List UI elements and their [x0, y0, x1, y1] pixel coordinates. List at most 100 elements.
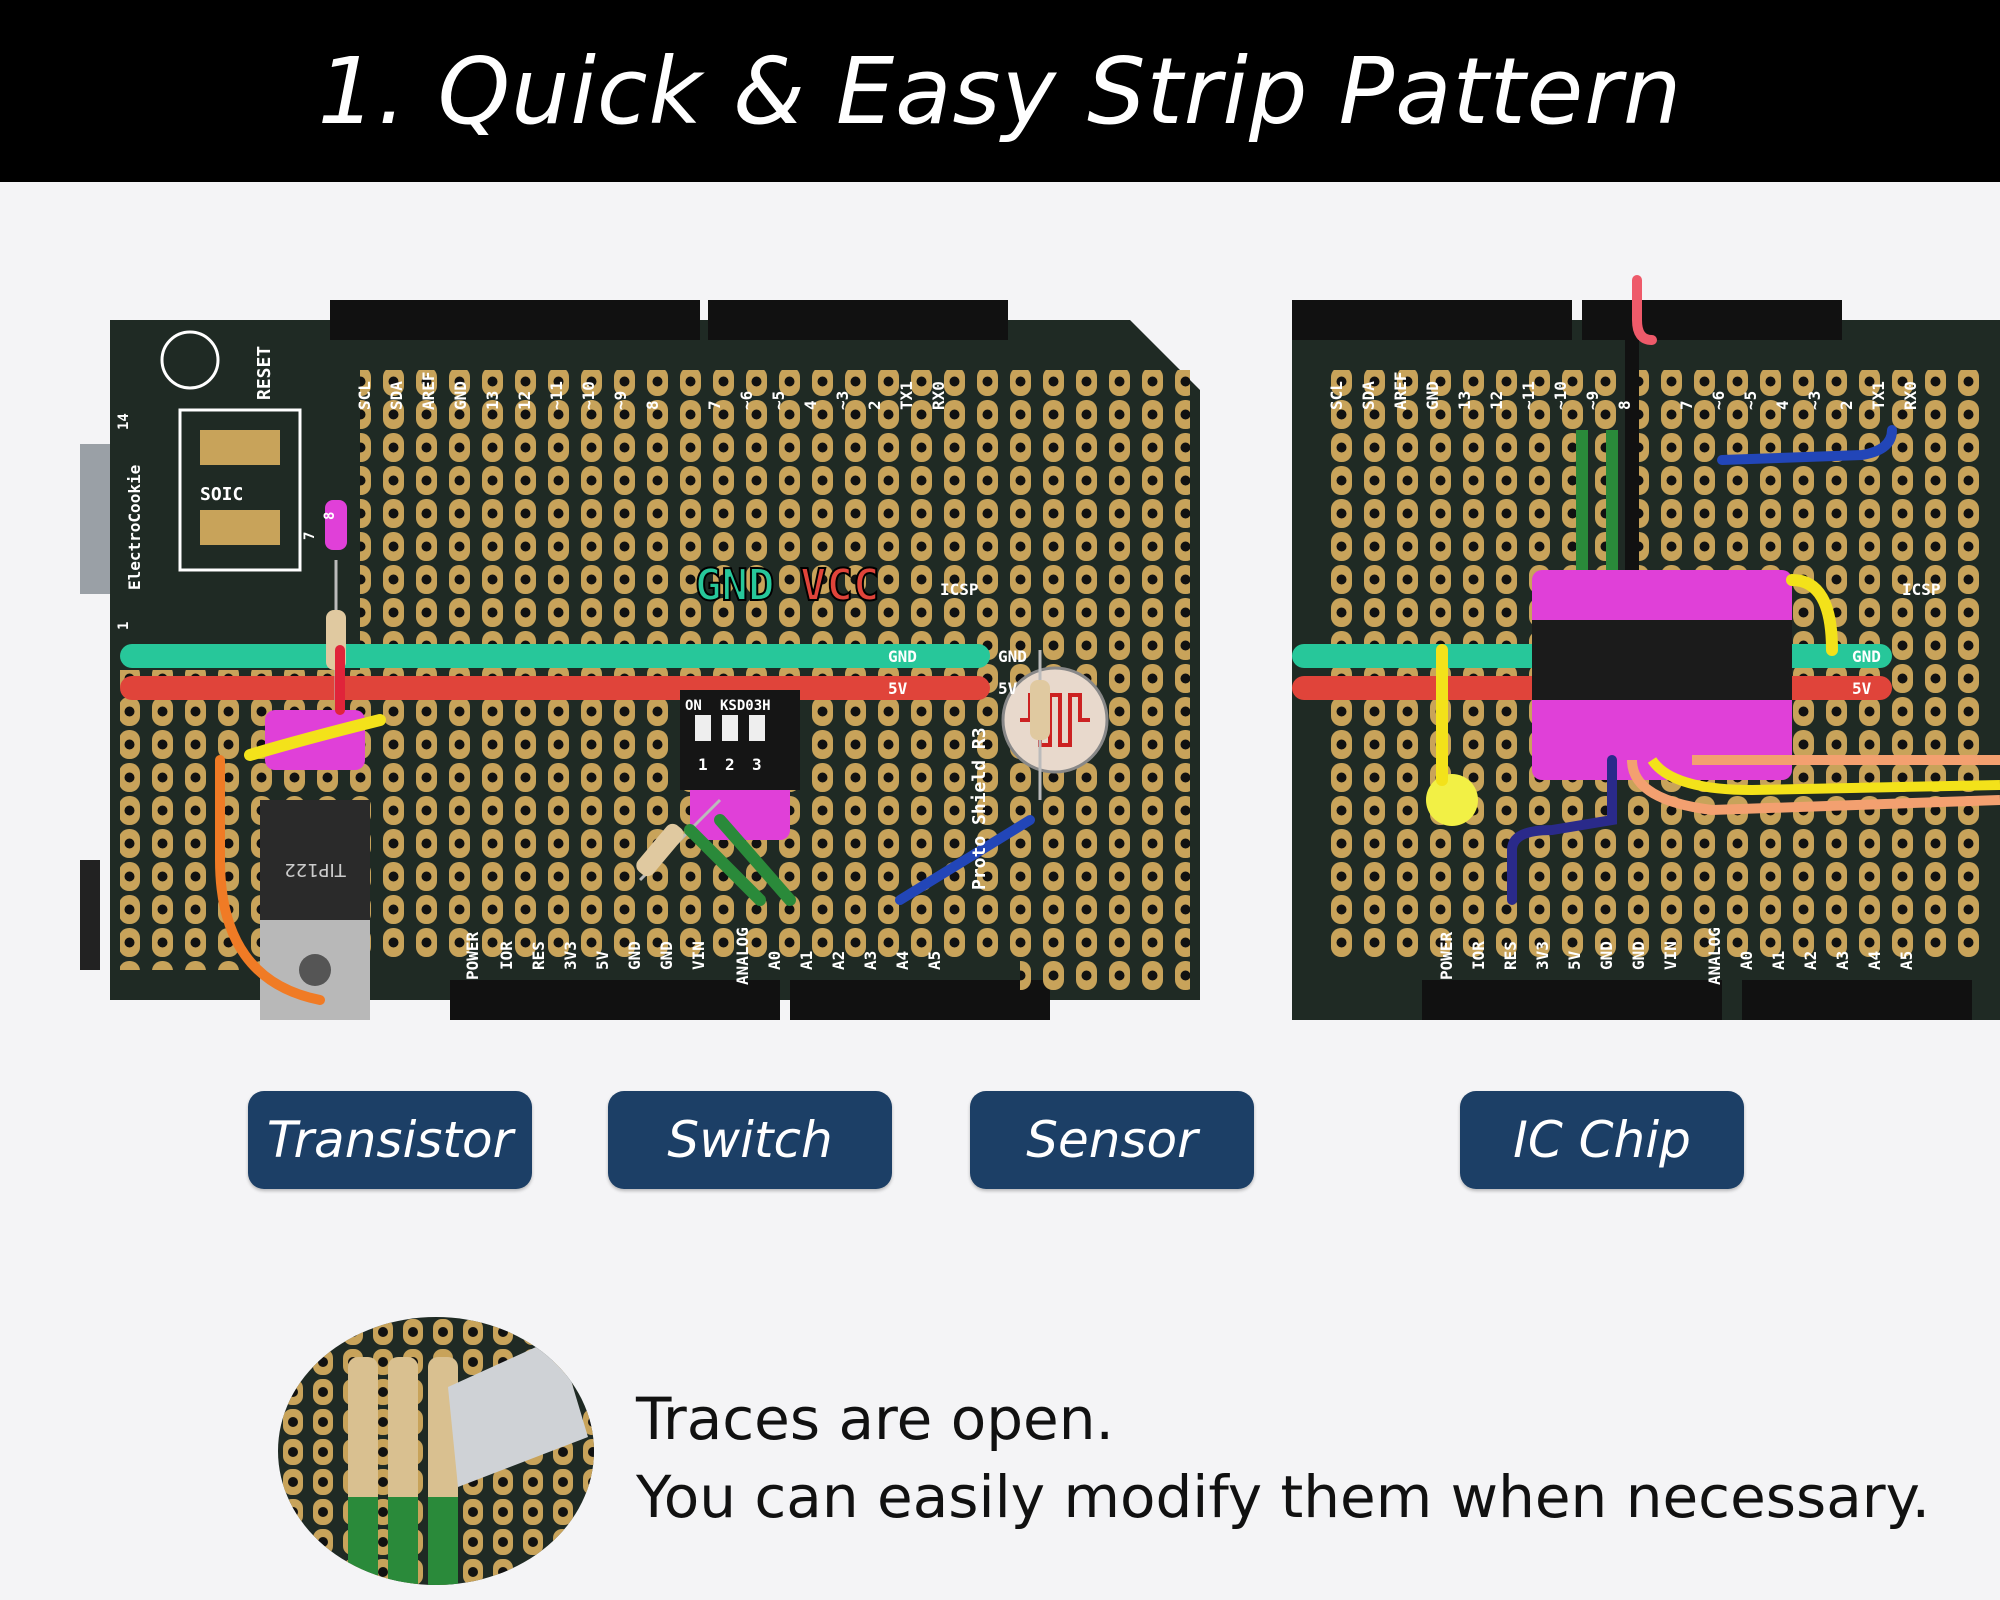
- svg-text:RX0: RX0: [929, 381, 948, 410]
- svg-text:7: 7: [1677, 400, 1696, 410]
- svg-text:A4: A4: [893, 951, 912, 970]
- svg-text:A0: A0: [765, 951, 784, 970]
- svg-text:GND: GND: [451, 381, 470, 410]
- svg-text:A3: A3: [1833, 951, 1852, 970]
- svg-text:A0: A0: [1737, 951, 1756, 970]
- svg-text:VIN: VIN: [1661, 941, 1680, 970]
- note-text: Traces are open. You can easily modify t…: [636, 1380, 1930, 1536]
- red-wire: [1632, 275, 1657, 345]
- svg-text:A4: A4: [1865, 951, 1884, 970]
- svg-text:A5: A5: [925, 951, 944, 970]
- blue-wire: [1717, 425, 1897, 465]
- svg-text:5V: 5V: [593, 950, 612, 970]
- svg-text:KSD03H: KSD03H: [720, 698, 771, 714]
- svg-text:~10: ~10: [579, 381, 598, 410]
- bottom-pin-labels: IOR RES 3V3 5V GND GND VIN A0 A1 A2 A3 A…: [1469, 941, 1916, 970]
- svg-text:GND: GND: [1629, 941, 1648, 970]
- svg-text:5V: 5V: [1565, 950, 1584, 970]
- svg-text:GND: GND: [998, 647, 1027, 666]
- craft-knife-blade: [448, 1337, 588, 1487]
- svg-text:SDA: SDA: [387, 381, 406, 410]
- label-sensor: Sensor: [970, 1091, 1254, 1189]
- bottom-pin-labels: IOR RES 3V3 5V GND GND VIN A0 A1 A2 A3 A…: [497, 941, 944, 970]
- yellow-wire: [244, 714, 386, 761]
- svg-text:12: 12: [1487, 391, 1506, 410]
- green-wire: [348, 1497, 378, 1585]
- gnd-rail-label: GND: [695, 560, 774, 611]
- resistor: [348, 1357, 378, 1517]
- note-line-2: You can easily modify them when necessar…: [636, 1463, 1931, 1531]
- svg-text:ElectroCookie: ElectroCookie: [125, 465, 144, 590]
- svg-text:1: 1: [116, 622, 132, 630]
- svg-text:~9: ~9: [611, 391, 630, 410]
- soic-area: [120, 340, 350, 640]
- svg-text:5V: 5V: [1852, 679, 1872, 698]
- svg-text:A2: A2: [1801, 951, 1820, 970]
- svg-text:SOIC: SOIC: [200, 484, 243, 505]
- top-pin-labels: SCL SDA AREF GND 13 12 ~11 ~10 ~9 8 7 ~6…: [1327, 371, 1920, 410]
- switch-pads: [690, 780, 790, 840]
- svg-text:GND: GND: [1597, 941, 1616, 970]
- svg-text:RESET: RESET: [254, 346, 275, 400]
- svg-text:ICSP: ICSP: [1902, 580, 1941, 599]
- svg-text:ON: ON: [685, 698, 702, 714]
- svg-text:TX1: TX1: [1869, 381, 1888, 410]
- svg-text:A2: A2: [829, 951, 848, 970]
- svg-text:~11: ~11: [1519, 381, 1538, 410]
- svg-text:7: 7: [302, 532, 318, 540]
- svg-text:POWER: POWER: [1437, 931, 1456, 980]
- page-title: 1. Quick & Easy Strip Pattern: [317, 37, 1683, 145]
- svg-text:SCL: SCL: [355, 381, 374, 410]
- svg-text:2: 2: [1837, 400, 1856, 410]
- svg-text:~9: ~9: [1583, 391, 1602, 410]
- svg-text:~5: ~5: [1741, 391, 1760, 410]
- svg-text:ANALOG: ANALOG: [1705, 927, 1724, 985]
- svg-text:~11: ~11: [547, 381, 566, 410]
- svg-text:SDA: SDA: [1359, 381, 1378, 410]
- svg-text:TX1: TX1: [897, 381, 916, 410]
- ic-chip: [1532, 620, 1792, 700]
- svg-text:~3: ~3: [833, 391, 852, 410]
- bottom-header-right: [790, 980, 1050, 1020]
- svg-text:GND: GND: [1852, 647, 1881, 666]
- photoresistor-sensor: [1001, 666, 1109, 774]
- dip-switch: ON KSD03H 1 2 3: [680, 690, 800, 790]
- vcc-rail: [120, 676, 990, 700]
- yellow-wire: [1647, 756, 2000, 796]
- svg-text:13: 13: [483, 391, 502, 410]
- svg-text:A1: A1: [797, 951, 816, 970]
- svg-text:GND: GND: [1423, 381, 1442, 410]
- svg-text:POWER: POWER: [463, 931, 482, 980]
- orange-wire: [215, 755, 325, 1005]
- note-line-1: Traces are open.: [636, 1385, 1114, 1453]
- svg-text:GND: GND: [657, 941, 676, 970]
- resistor: [388, 1357, 418, 1517]
- bottom-header-left: [450, 980, 780, 1020]
- top-pin-labels: SCL SDA AREF GND 13 12 ~11 ~10 ~9 8 7 ~6…: [355, 371, 948, 410]
- svg-text:5V: 5V: [888, 679, 908, 698]
- svg-text:5V: 5V: [998, 679, 1018, 698]
- svg-text:GND: GND: [888, 647, 917, 666]
- svg-text:A1: A1: [1769, 951, 1788, 970]
- svg-text:IOR: IOR: [497, 941, 516, 970]
- resistor: [636, 798, 722, 882]
- svg-text:RX0: RX0: [1901, 381, 1920, 410]
- svg-text:A3: A3: [861, 951, 880, 970]
- svg-text:7: 7: [705, 400, 724, 410]
- svg-text:3V3: 3V3: [1533, 941, 1552, 970]
- svg-text:2: 2: [865, 400, 884, 410]
- svg-text:GND: GND: [625, 941, 644, 970]
- svg-text:ANALOG: ANALOG: [733, 927, 752, 985]
- green-wire: [714, 814, 796, 906]
- gnd-rail: [120, 644, 990, 668]
- green-wire: [684, 824, 766, 906]
- svg-text:VIN: VIN: [689, 941, 708, 970]
- svg-text:2: 2: [725, 755, 735, 774]
- svg-text:RES: RES: [529, 941, 548, 970]
- svg-text:3V3: 3V3: [561, 941, 580, 970]
- closeup-photo: [278, 1317, 594, 1585]
- svg-text:~3: ~3: [1805, 391, 1824, 410]
- blue-wire: [895, 815, 1035, 905]
- navy-wire: [1507, 755, 1617, 905]
- svg-text:4: 4: [1773, 400, 1792, 410]
